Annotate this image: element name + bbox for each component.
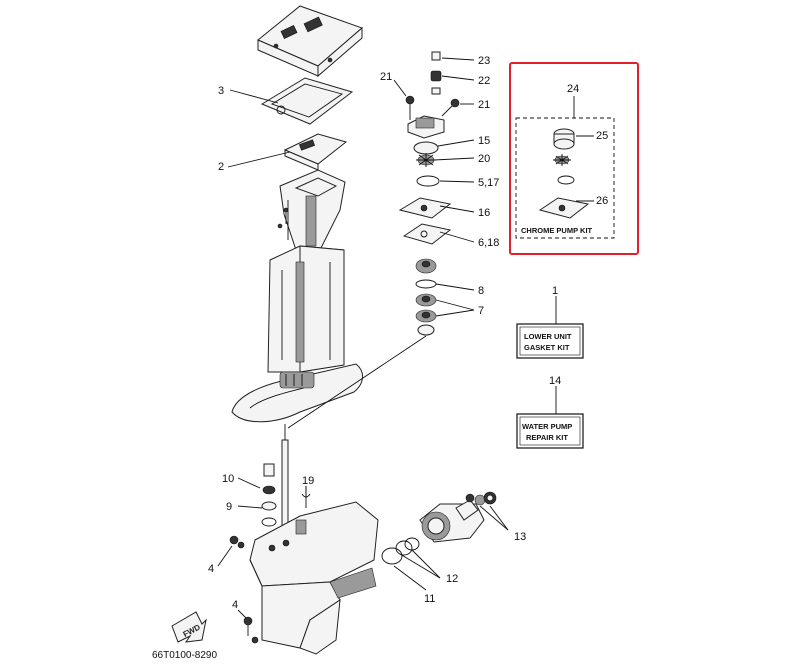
water-pump-stack <box>398 51 460 336</box>
callout-21-left: 21 <box>380 71 392 83</box>
lower-unit-gearcase <box>249 501 379 655</box>
anti-cavitation-plate <box>231 363 363 423</box>
callout-9: 9 <box>226 501 232 513</box>
water-pump-kit-line1: WATER PUMP <box>522 422 572 431</box>
callout-3: 3 <box>218 85 224 97</box>
callout-21-right: 21 <box>478 99 490 111</box>
prop-shaft-housing <box>381 491 497 565</box>
fwd-arrow: FWD <box>171 611 207 643</box>
callout-19: 19 <box>302 475 314 487</box>
callout-10: 10 <box>222 473 234 485</box>
callout-4-lower: 4 <box>232 599 238 611</box>
lower-unit-kit-line2: GASKET KIT <box>524 343 570 352</box>
callout-16: 16 <box>478 207 490 219</box>
lower-unit-kit-line1: LOWER UNIT <box>524 332 572 341</box>
callout-numbers: 3 2 21 23 22 21 15 20 5,17 16 6,18 8 7 1… <box>208 55 561 611</box>
plate-2 <box>283 133 348 171</box>
water-pump-kit-line2: REPAIR KIT <box>526 433 568 442</box>
callout-8: 8 <box>478 285 484 297</box>
diagram-code: 66T0100-8290 <box>152 650 217 661</box>
upper-casing-plate <box>257 5 363 78</box>
callout-23: 23 <box>478 55 490 67</box>
callout-13: 13 <box>514 531 526 543</box>
callout-6-18: 6,18 <box>478 237 499 249</box>
callout-1: 1 <box>552 285 558 297</box>
callout-15: 15 <box>478 135 490 147</box>
chrome-pump-kit-highlight <box>509 62 639 255</box>
gasket-3 <box>260 77 354 125</box>
lower-unit-gasket-kit-box: LOWER UNIT GASKET KIT <box>516 323 584 359</box>
callout-22: 22 <box>478 75 490 87</box>
callout-7: 7 <box>478 305 484 317</box>
callout-14: 14 <box>549 375 561 387</box>
callout-4-upper: 4 <box>208 563 214 575</box>
callout-26: 26 <box>596 195 608 207</box>
callout-20: 20 <box>478 153 490 165</box>
chrome-pump-kit-group: 24 25 26 CHROME PUMP KIT <box>509 62 639 255</box>
water-pump-repair-kit-box: WATER PUMP REPAIR KIT <box>516 413 584 449</box>
callout-11: 11 <box>424 593 435 605</box>
callout-2: 2 <box>218 161 224 173</box>
callout-5-17: 5,17 <box>478 177 499 189</box>
callout-24: 24 <box>567 83 579 95</box>
callout-12: 12 <box>446 573 458 585</box>
driveshaft-housing <box>267 169 346 373</box>
callout-25: 25 <box>596 130 608 142</box>
chrome-pump-kit-label: CHROME PUMP KIT <box>521 226 593 235</box>
leader-lines <box>217 57 575 619</box>
